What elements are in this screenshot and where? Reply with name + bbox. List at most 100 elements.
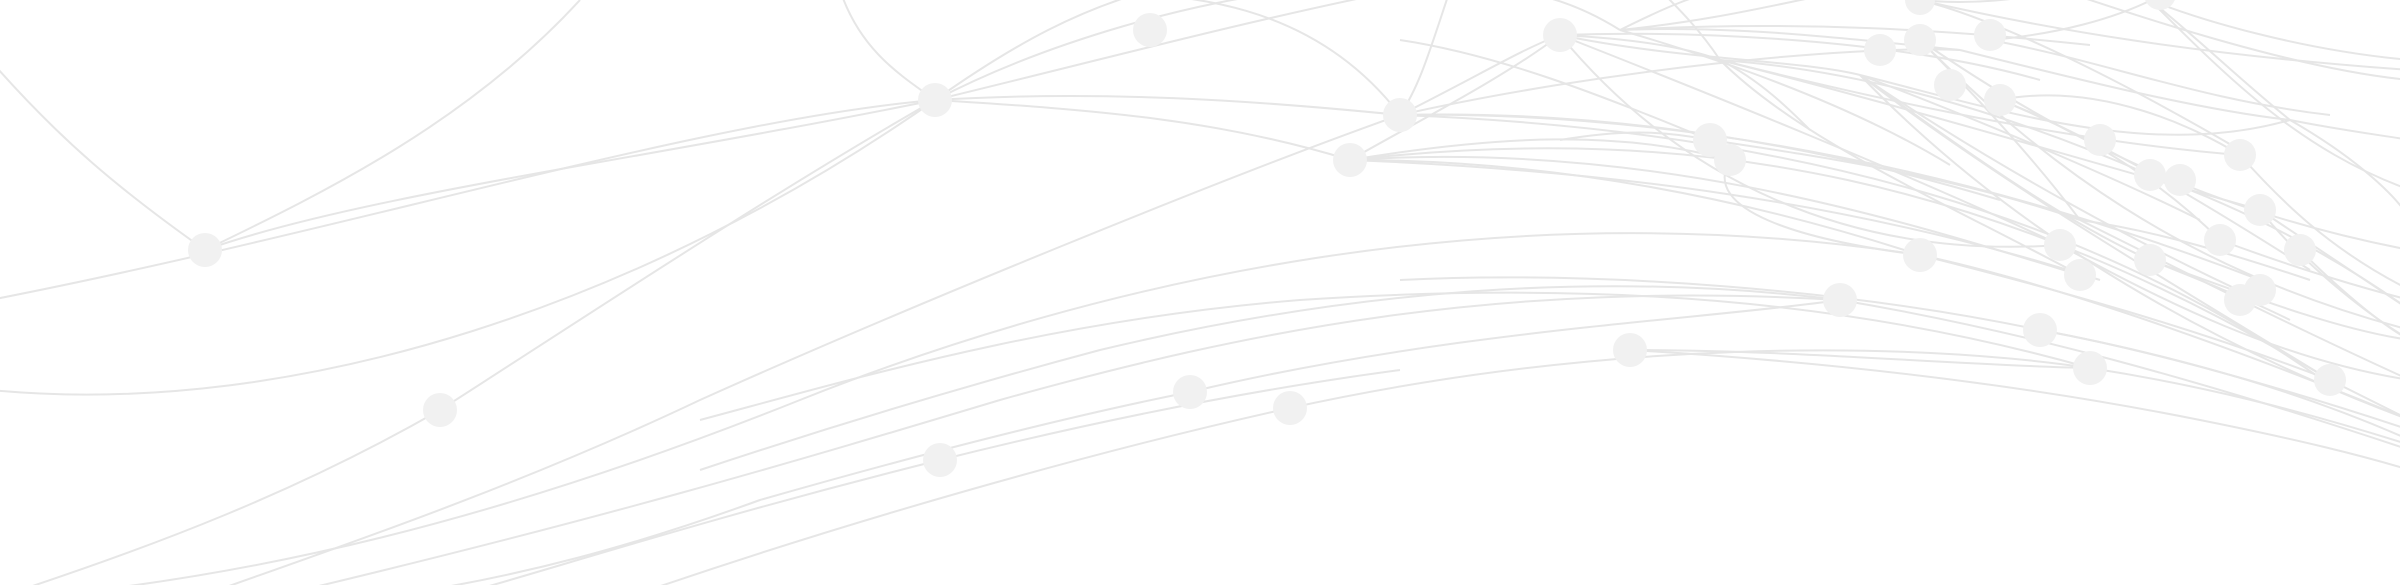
network-node (923, 443, 957, 477)
connection-line (1859, 74, 2201, 221)
connection-line (1919, 254, 2331, 381)
connection-line (2039, 329, 2400, 437)
connection-line (1399, 113, 2261, 281)
network-node (2073, 351, 2107, 385)
network-node (1543, 18, 1577, 52)
network-node (2084, 124, 2116, 156)
connection-line (1399, 39, 1711, 141)
connection-line (318, 294, 1841, 585)
connection-line (2149, 259, 2291, 321)
network-node (1173, 375, 1207, 409)
connection-line (1719, 59, 2241, 156)
connection-line (2149, 0, 2400, 60)
connection-line (2079, 219, 2311, 281)
network-node (1864, 34, 1896, 66)
connection-line (1723, 159, 1921, 256)
connection-line (1552, 0, 1621, 31)
connection-line (2299, 249, 2400, 336)
connection-line (0, 99, 936, 300)
connection-line (1719, 59, 1811, 131)
network-node (2164, 164, 2196, 196)
connection-line (934, 0, 1122, 101)
network-node (1613, 333, 1647, 367)
network-node (1693, 123, 1727, 157)
connection-line (228, 114, 1401, 585)
network-node (2284, 234, 2316, 266)
network-node (1714, 144, 1746, 176)
connection-line (1919, 0, 2400, 71)
connection-line (1399, 114, 2331, 386)
connection-line (0, 69, 206, 251)
connection-line (1919, 39, 2400, 250)
network-node (1273, 391, 1307, 425)
connection-line (842, 0, 936, 101)
network-node (2134, 159, 2166, 191)
connection-line (1399, 34, 1561, 116)
connection-line (2086, 0, 2400, 80)
connection-line (934, 94, 1401, 116)
connection-line (1399, 276, 2041, 331)
connection-line (1619, 0, 1690, 31)
connection-line (1989, 39, 2331, 116)
network-node (1333, 143, 1367, 177)
connection-line (2089, 367, 2400, 443)
network-node (1904, 24, 1936, 56)
network-node (1934, 69, 1966, 101)
connection-line (934, 99, 1351, 161)
connection-line (1349, 155, 2081, 276)
connection-line (1839, 299, 2400, 448)
network-node (1383, 98, 1417, 132)
connection-line (660, 407, 1291, 585)
network-node (188, 233, 222, 267)
network-node (1984, 84, 2016, 116)
connection-line (699, 291, 2091, 421)
connection-line (1399, 0, 1448, 116)
network-node (2244, 194, 2276, 226)
network-node (1903, 238, 1937, 272)
network-node (2044, 229, 2076, 261)
connection-line (1859, 74, 2261, 301)
network-node (2064, 259, 2096, 291)
connection-line (1559, 34, 1861, 76)
network-node (2204, 224, 2236, 256)
network-node (1974, 19, 2006, 51)
connection-line (32, 409, 441, 585)
connection-line (934, 0, 1357, 101)
connection-line (1919, 39, 2400, 329)
connection-line (1859, 74, 2291, 136)
connection-line (1999, 94, 2241, 156)
connection-line (2149, 0, 2291, 121)
connection-line (934, 0, 1238, 101)
connection-line (439, 99, 936, 411)
connection-line (1959, 49, 2291, 121)
connection-line (2149, 259, 2400, 340)
connection-line (1189, 299, 1841, 393)
connection-line (1668, 0, 1721, 61)
connection-line (2149, 0, 2400, 188)
connection-line (939, 369, 1401, 461)
connection-line (1619, 29, 1951, 166)
connection-line (1349, 34, 1561, 161)
network-node (918, 83, 952, 117)
connection-line (2239, 154, 2400, 286)
network-nodes (188, 0, 2346, 477)
connection-line (699, 285, 1841, 471)
network-node (1133, 13, 1167, 47)
network-node (2023, 313, 2057, 347)
connection-line (1289, 349, 2091, 409)
connection-line (1559, 131, 1711, 141)
connection-line (1559, 32, 2041, 81)
network-node (2134, 244, 2166, 276)
connection-line (1619, 0, 1806, 31)
connection-line (1629, 349, 2400, 469)
connection-line (489, 459, 941, 585)
connection-line (204, 0, 581, 251)
connection-line (1349, 159, 1921, 256)
connection-line (1919, 0, 2011, 3)
network-node (2244, 274, 2276, 306)
connection-line (1629, 349, 2091, 369)
connection-line (2259, 209, 2400, 305)
